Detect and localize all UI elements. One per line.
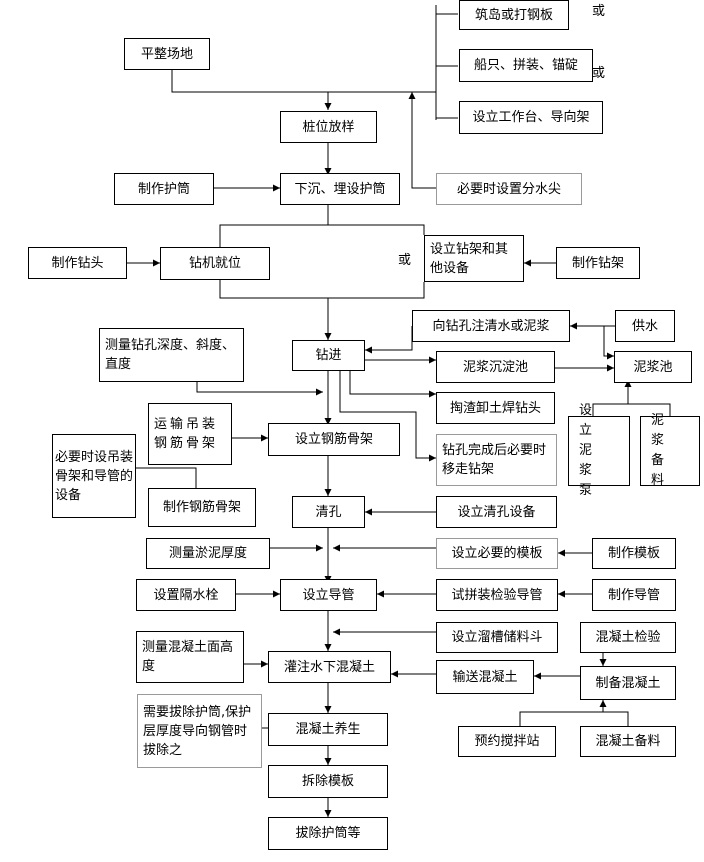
node-celiang-yuni: 测量淤泥厚度 [146, 538, 270, 569]
node-xiachen: 下沉、埋设护筒 [280, 173, 400, 205]
node-yuyue: 预约搅拌站 [458, 726, 556, 757]
node-taozha: 掏渣卸土焊钻头 [436, 392, 555, 424]
node-zhizuo-moban: 制作模板 [592, 538, 676, 569]
node-diao-shebei: 必要时设吊装骨架和导管的设备 [52, 434, 136, 518]
node-liucao: 设立溜槽储料斗 [436, 622, 558, 653]
node-hunningtu-beiliao: 混凝土备料 [580, 726, 676, 757]
node-bachu-note: 需要拔除护筒,保护层厚度导向钢管时拔除之 [137, 694, 262, 768]
node-guanzhu: 灌注水下混凝土 [268, 651, 391, 683]
node-yunshu-gujia: 运输吊装钢筋骨架 [148, 403, 232, 465]
node-zuanji: 钻机就位 [160, 247, 270, 280]
node-qingkong-shebei: 设立清孔设备 [436, 496, 557, 528]
node-zhizuo-hutong: 制作护筒 [114, 173, 214, 205]
node-chendianchi: 泥浆沉淀池 [436, 351, 555, 383]
node-chaichu-moban: 拆除模板 [268, 765, 388, 798]
node-moban: 设立必要的模板 [436, 538, 558, 569]
node-pingzheng: 平整场地 [124, 38, 210, 70]
node-gongshui: 供水 [615, 310, 675, 342]
node-nijiang-beiliao: 泥浆备料 [640, 413, 700, 488]
node-gujia: 设立钢筋骨架 [268, 423, 400, 456]
label-or-2: 或 [592, 66, 606, 81]
node-celiang-zuankong: 测量钻孔深度、斜度、直度 [99, 328, 244, 382]
node-jianyan: 混凝土检验 [580, 622, 676, 653]
node-zhushui: 向钻孔注清水或泥浆 [412, 310, 570, 342]
label-or-1: 或 [592, 4, 606, 19]
label-or-3: 或 [398, 253, 412, 268]
node-qingkong: 清孔 [292, 496, 365, 528]
node-bachu-hutong: 拔除护筒等 [268, 817, 388, 850]
node-zuanjin: 钻进 [292, 340, 365, 371]
node-daoguan: 设立导管 [280, 579, 377, 611]
node-yizou-zuanjia: 钻孔完成后必要时移走钻架 [436, 434, 557, 486]
node-zhizuo-daoguan: 制作导管 [592, 579, 676, 611]
node-zhizuo-gujia: 制作钢筋骨架 [148, 488, 256, 527]
node-zhudao: 筑岛或打钢板 [459, 0, 569, 30]
node-celiang-hunningtu: 测量混凝土面高度 [136, 631, 244, 683]
node-fenshuijian: 必要时设置分水尖 [436, 173, 582, 205]
node-shipin-daoguan: 试拼装检验导管 [436, 579, 558, 611]
node-zhizuo-zuantou: 制作钻头 [28, 247, 127, 279]
node-chuanzhi: 船只、拼装、锚碇 [459, 49, 593, 82]
node-yangsheng: 混凝土养生 [268, 713, 388, 746]
node-zhizuo-zuanjia: 制作钻架 [556, 247, 640, 279]
node-gongzuotai: 设立工作台、导向架 [459, 101, 603, 134]
node-zhuangwei: 桩位放样 [280, 111, 377, 143]
node-zhibei: 制备混凝土 [580, 666, 676, 700]
node-nijiangchi: 泥浆池 [614, 351, 692, 383]
node-shusong: 输送混凝土 [436, 660, 534, 694]
node-nijiangbeng: 设立泥浆泵 [568, 403, 630, 498]
node-geshuishuan: 设置隔水栓 [136, 579, 236, 611]
node-zuanjia-shebei: 设立钻架和其他设备 [424, 235, 524, 282]
